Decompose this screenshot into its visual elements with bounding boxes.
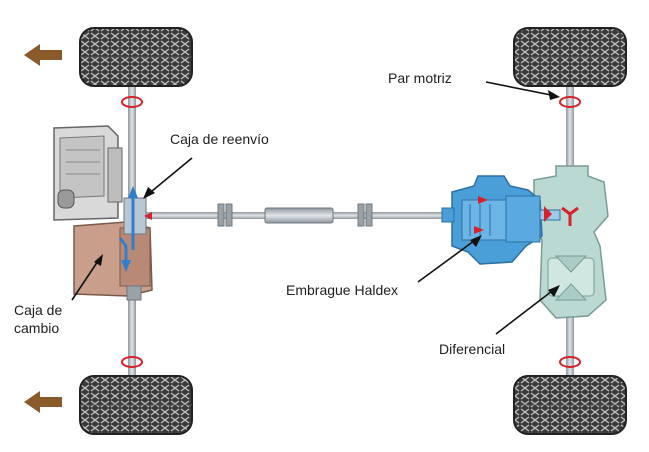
label-par-motriz: Par motriz [388,70,452,86]
flow-arrow-icon [474,226,484,234]
propeller-shaft [146,203,446,227]
flow-arrow-icon [128,186,138,198]
front-left-tire [79,27,193,87]
label-caja-de-cambio-line1: Caja de [14,302,63,318]
label-caja-de-reenvio: Caja de reenvío [170,131,269,147]
label-embrague-haldex: Embrague Haldex [286,282,399,298]
flow-arrow-icon [561,206,579,226]
engine-block [53,125,123,221]
flow-arrow-icon [144,212,152,220]
direction-arrow-icon [24,391,62,413]
rear-left-tire [513,27,627,87]
flow-arrow-icon [118,196,135,262]
flow-arrow-icon [121,260,131,272]
torque-rotation-icon [559,356,581,368]
front-right-tire [79,375,193,435]
label-diferencial: Diferencial [439,341,506,357]
torque-rotation-icon [559,96,581,108]
rear-right-tire [513,375,627,435]
rear-differential-housing [533,165,609,319]
pointer-arrow-icon [548,285,560,297]
pointer-arrow-icon [548,90,560,100]
leader-lines [71,81,557,335]
flow-arrow-icon [544,206,552,222]
flow-arrow-icon [478,196,488,204]
torque-rotation-icon [121,356,143,368]
torque-rotation-icon [121,96,143,108]
label-caja-de-cambio-line2: cambio [14,320,60,336]
pointer-arrow-icon [470,235,482,247]
pointer-arrow-icon [143,187,155,199]
direction-arrow-icon [24,44,62,66]
pointer-arrow-icon [94,254,103,266]
